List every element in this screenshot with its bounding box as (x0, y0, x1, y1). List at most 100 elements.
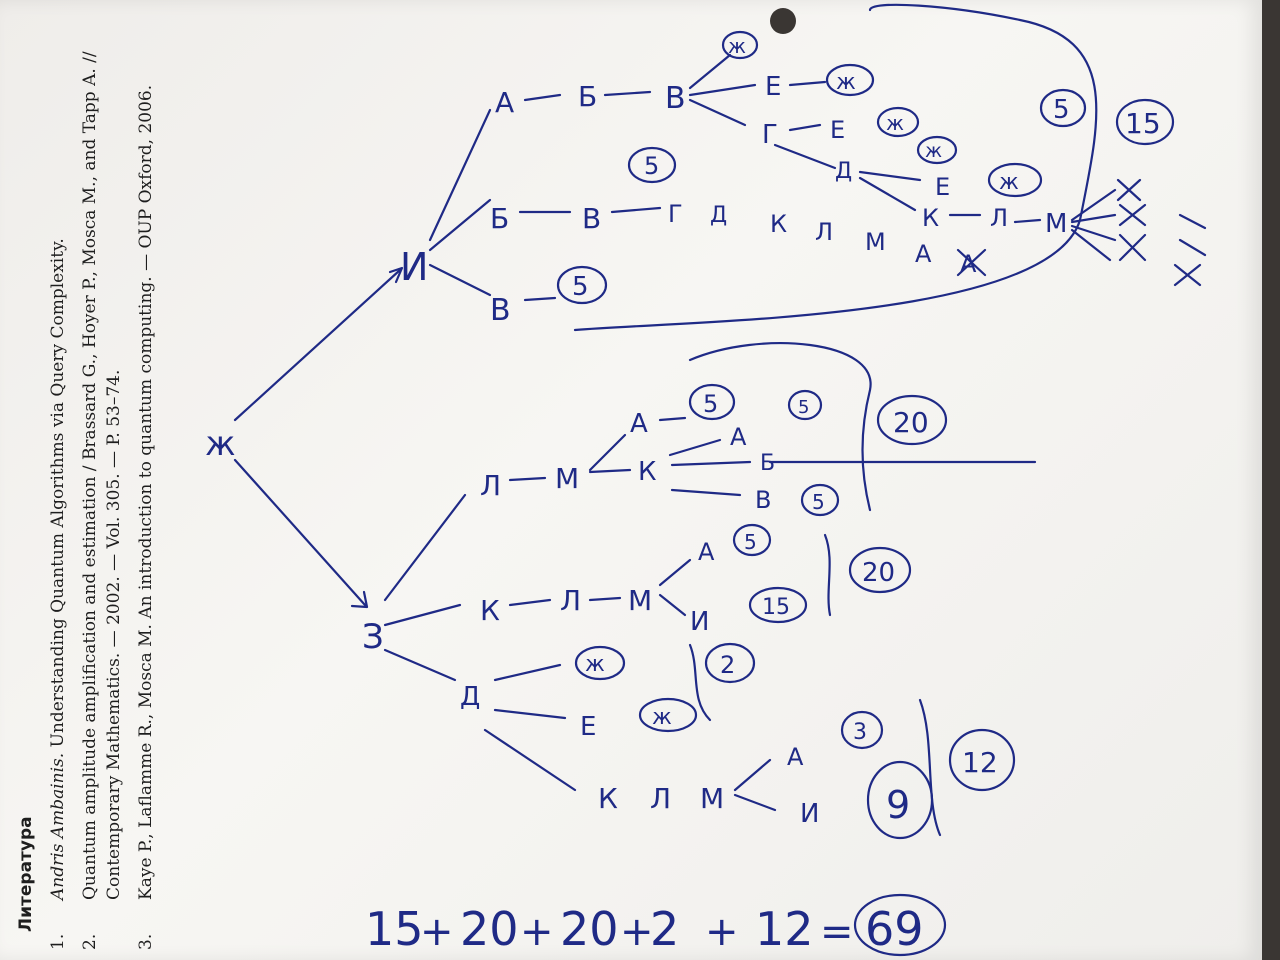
node-z: З (362, 617, 384, 657)
count: 5 (812, 490, 825, 514)
edge (733, 793, 777, 812)
edge (858, 176, 917, 212)
count: 9 (886, 783, 910, 827)
edge (670, 488, 742, 497)
node-l: Л (480, 469, 501, 502)
node-l: Л (560, 584, 581, 617)
sum-term: 15 (365, 902, 424, 956)
count: 5 (572, 272, 589, 302)
punch-hole (770, 8, 796, 34)
group-total: 15 (1125, 107, 1161, 140)
circle (916, 135, 958, 165)
sum-term: 20 (560, 902, 619, 956)
node-m: М (700, 782, 724, 815)
node-v: В (755, 486, 771, 514)
node-a: А (698, 538, 715, 566)
circle (825, 63, 875, 97)
edge (428, 198, 492, 252)
group-total: 5 (1053, 95, 1070, 125)
sum-term: 12 (755, 902, 814, 956)
node-b: Б (490, 202, 509, 235)
circle (638, 697, 698, 733)
leaf: ж (925, 140, 942, 162)
node-i: И (800, 799, 819, 829)
node-k: К (638, 457, 656, 487)
edge (428, 108, 492, 242)
edge (858, 170, 922, 182)
sum-term: 2 (650, 902, 679, 956)
edge (383, 493, 467, 602)
node-k: К (598, 782, 618, 815)
count: 5 (744, 530, 757, 554)
edge (233, 268, 402, 422)
edge (733, 758, 772, 792)
circle (627, 146, 677, 184)
leaf: ж (999, 170, 1019, 195)
grouping-loop (688, 342, 872, 512)
leaf: ж (836, 70, 856, 95)
arrowhead (350, 590, 369, 609)
edge (1013, 218, 1042, 224)
node-g: Г (762, 120, 778, 150)
node-i: И (400, 245, 428, 289)
node-e: Е (765, 72, 781, 102)
circle (987, 162, 1043, 198)
circle (704, 642, 756, 684)
edge (508, 476, 547, 482)
edge (508, 598, 552, 607)
edge (233, 458, 367, 607)
edge (588, 433, 627, 472)
edge (688, 53, 732, 90)
node-v: В (665, 81, 686, 116)
node-l: Л (815, 218, 833, 246)
group-total: 2 (720, 651, 735, 679)
edge (688, 83, 757, 97)
count: 5 (798, 397, 809, 418)
cross-mark (956, 248, 987, 277)
node-i: И (690, 607, 709, 637)
circle (948, 728, 1016, 792)
count: 5 (703, 390, 718, 418)
node-a: А (730, 423, 747, 451)
group-total: 20 (862, 558, 895, 588)
circle (1115, 98, 1175, 146)
node-a: А (495, 86, 514, 119)
node-m: М (628, 584, 652, 617)
circle (853, 893, 947, 957)
circle (848, 546, 912, 594)
circle (574, 645, 626, 681)
edge (788, 80, 827, 87)
edge (610, 206, 662, 214)
edge (493, 708, 567, 720)
edge (658, 593, 687, 617)
circle (732, 523, 772, 557)
edge (483, 728, 577, 792)
node-m: М (555, 462, 579, 495)
node-v: В (582, 202, 601, 235)
leaf: ж (652, 705, 672, 730)
count: 5 (644, 152, 659, 180)
root-node: ж (205, 424, 236, 464)
node-k: К (922, 204, 939, 232)
grouping-loop (573, 3, 1098, 332)
circle (1039, 88, 1087, 128)
edge (1070, 188, 1117, 262)
node-e: Е (935, 173, 950, 201)
edge (668, 438, 722, 457)
circle (840, 710, 884, 750)
circle (721, 30, 759, 60)
circle (876, 106, 920, 138)
node-m: М (865, 228, 886, 256)
node-e: Е (580, 712, 596, 742)
edge (588, 468, 632, 474)
circle (688, 383, 736, 421)
leaf: ж (728, 34, 746, 58)
node-g: Г (668, 200, 683, 228)
edge (603, 90, 652, 97)
edge (688, 98, 747, 127)
node-m: М (1045, 209, 1067, 239)
sum-result: 69 (865, 902, 924, 956)
count: 3 (853, 720, 867, 745)
node-d: Д (835, 159, 852, 184)
node-a: А (630, 409, 648, 439)
